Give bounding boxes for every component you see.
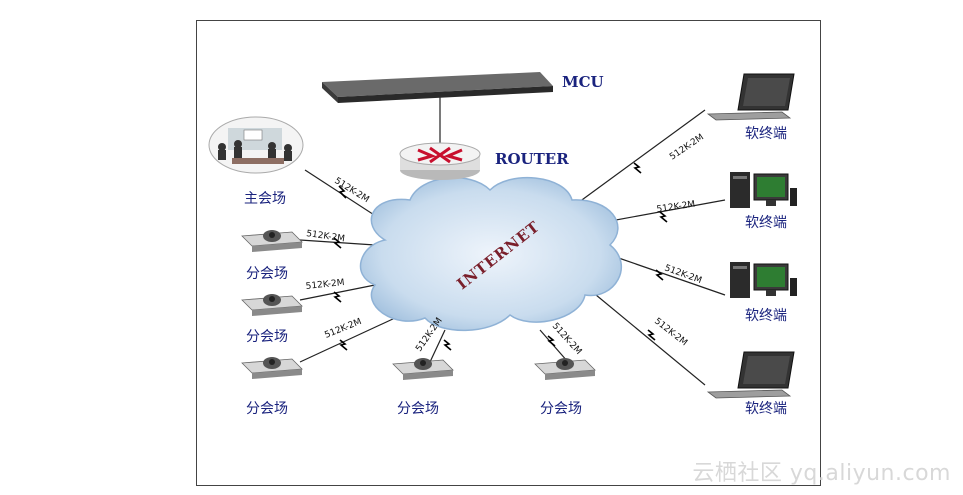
link-soft-3 xyxy=(609,254,726,296)
branch-venue-label: 分会场 xyxy=(246,329,288,345)
mcu-device xyxy=(322,72,553,103)
link-label-soft-1: 512K-2M xyxy=(668,132,706,162)
branch-venue-label: 分会场 xyxy=(246,266,288,282)
soft-terminal-label: 软终端 xyxy=(745,308,787,324)
branch-terminals xyxy=(241,230,596,380)
watermark: 云栖社区 yq.aliyun.com xyxy=(692,461,951,486)
soft-terminals xyxy=(706,73,797,399)
desktop-pc-icon xyxy=(730,262,797,298)
branch-terminal-1 xyxy=(241,230,303,252)
link-branch-3 xyxy=(299,317,396,363)
link-branch-2 xyxy=(299,284,376,301)
branch-terminal-4 xyxy=(392,358,454,380)
main-venue-label: 主会场 xyxy=(244,191,286,207)
router-device xyxy=(399,142,481,180)
mcu-label: MCU xyxy=(562,73,604,91)
lightning-marks xyxy=(333,162,668,351)
main-venue-icon xyxy=(208,116,304,174)
router-label: ROUTER xyxy=(495,150,569,168)
soft-terminal-label: 软终端 xyxy=(745,126,787,142)
link-branch-4 xyxy=(429,329,446,363)
branch-terminal-5 xyxy=(534,358,596,380)
laptop-icon xyxy=(706,73,795,121)
branch-venue-label: 分会场 xyxy=(246,401,288,417)
links xyxy=(299,92,726,386)
soft-terminal-label: 软终端 xyxy=(745,215,787,231)
link-label-branch-2: 512K-2M xyxy=(305,278,345,292)
link-label-branch-5: 512K-2M xyxy=(550,321,583,357)
branch-venue-label: 分会场 xyxy=(397,401,439,417)
branch-terminal-3 xyxy=(241,357,303,379)
link-label-soft-3: 512K-2M xyxy=(663,263,703,286)
link-soft-4 xyxy=(589,289,706,386)
link-label-soft-4: 512K-2M xyxy=(652,316,689,348)
soft-terminal-label: 软终端 xyxy=(745,401,787,417)
branch-terminal-2 xyxy=(241,294,303,316)
link-soft-2 xyxy=(604,199,726,223)
link-soft-1 xyxy=(574,109,706,206)
laptop-icon xyxy=(706,351,795,399)
link-label-soft-2: 512K-2M xyxy=(656,200,696,215)
link-label-branch-3: 512K-2M xyxy=(323,317,363,341)
branch-venue-label: 分会场 xyxy=(540,401,582,417)
desktop-pc-icon xyxy=(730,172,797,208)
